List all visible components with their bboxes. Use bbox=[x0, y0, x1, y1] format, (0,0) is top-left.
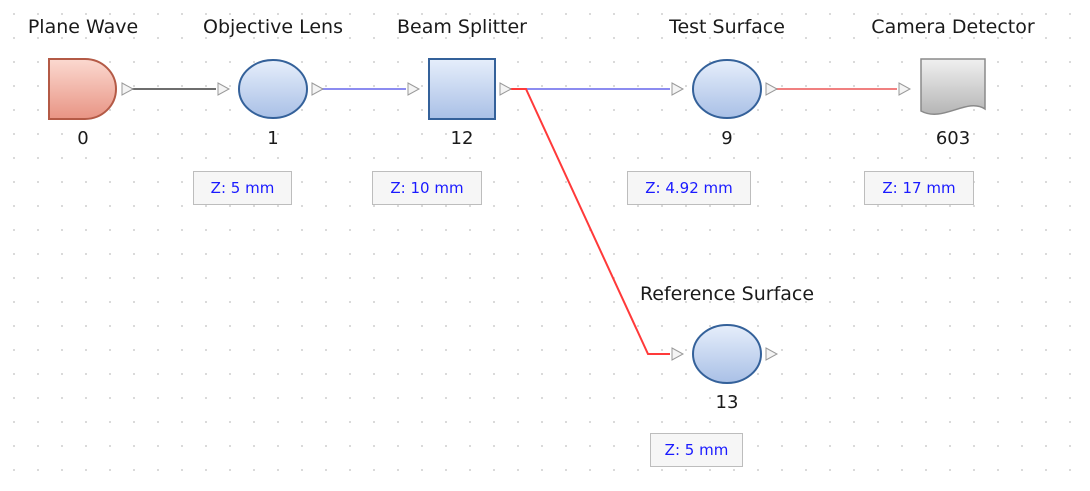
z-position-badge[interactable]: Z: 4.92 mm bbox=[627, 171, 751, 205]
input-port-arrow-icon[interactable] bbox=[407, 82, 421, 96]
node-title: Plane Wave bbox=[27, 16, 139, 38]
node-index: 0 bbox=[77, 128, 89, 149]
plane-wave-source-icon[interactable] bbox=[48, 58, 117, 120]
input-port-arrow-icon[interactable] bbox=[217, 82, 231, 96]
input-port-arrow-icon[interactable] bbox=[671, 347, 685, 361]
node-test-surface[interactable] bbox=[671, 59, 779, 119]
connection-beam-splitter-to-reference-surface[interactable] bbox=[508, 88, 670, 355]
node-title: Beam Splitter bbox=[397, 16, 527, 38]
beam-splitter-icon[interactable] bbox=[428, 58, 496, 120]
node-title: Reference Surface bbox=[639, 283, 815, 305]
input-port-arrow-icon[interactable] bbox=[671, 82, 685, 96]
node-index: 12 bbox=[450, 128, 474, 149]
output-port-arrow-icon[interactable] bbox=[499, 82, 513, 96]
surface-icon[interactable] bbox=[692, 59, 762, 119]
node-index: 9 bbox=[721, 128, 733, 149]
node-objective-lens[interactable] bbox=[217, 59, 325, 119]
node-index: 603 bbox=[935, 128, 971, 149]
output-port-arrow-icon[interactable] bbox=[765, 82, 779, 96]
lens-icon[interactable] bbox=[238, 59, 308, 119]
camera-detector-icon[interactable] bbox=[920, 58, 986, 115]
z-position-badge[interactable]: Z: 5 mm bbox=[650, 433, 743, 467]
output-port-arrow-icon[interactable] bbox=[765, 347, 779, 361]
output-port-arrow-icon[interactable] bbox=[121, 82, 135, 96]
node-beam-splitter[interactable] bbox=[407, 58, 513, 120]
surface-icon[interactable] bbox=[692, 324, 762, 384]
node-title: Objective Lens bbox=[202, 16, 343, 38]
node-plane-wave[interactable] bbox=[48, 58, 135, 120]
node-index: 1 bbox=[267, 128, 279, 149]
z-position-badge[interactable]: Z: 17 mm bbox=[864, 171, 974, 205]
node-title: Test Surface bbox=[669, 16, 785, 38]
node-index: 13 bbox=[715, 392, 739, 413]
node-reference-surface[interactable] bbox=[671, 324, 779, 384]
node-camera-detector[interactable] bbox=[898, 58, 986, 115]
node-title: Camera Detector bbox=[871, 16, 1035, 38]
z-position-badge[interactable]: Z: 10 mm bbox=[372, 171, 482, 205]
input-port-arrow-icon[interactable] bbox=[898, 82, 912, 96]
output-port-arrow-icon[interactable] bbox=[311, 82, 325, 96]
z-position-badge[interactable]: Z: 5 mm bbox=[193, 171, 292, 205]
